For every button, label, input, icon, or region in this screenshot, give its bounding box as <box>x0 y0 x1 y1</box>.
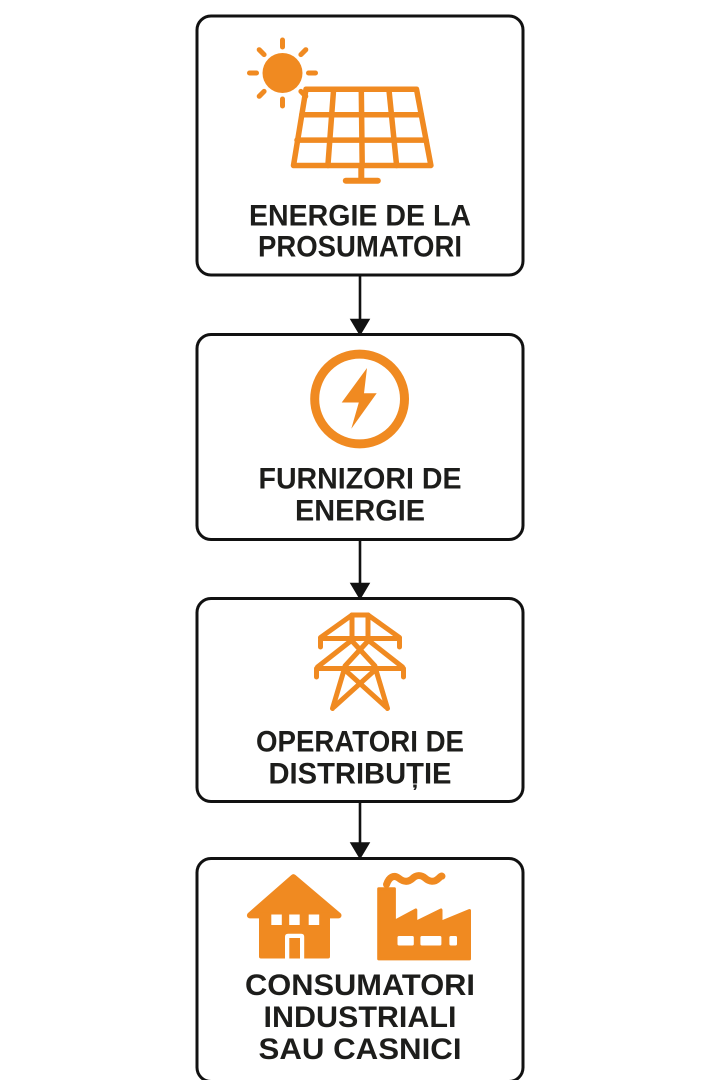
svg-text:INDUSTRIALI: INDUSTRIALI <box>264 1001 457 1034</box>
svg-text:ENERGIE DE LA: ENERGIE DE LA <box>249 199 471 232</box>
svg-text:PROSUMATORI: PROSUMATORI <box>258 230 462 263</box>
svg-text:DISTRIBUȚIE: DISTRIBUȚIE <box>269 758 452 791</box>
svg-text:CONSUMATORI: CONSUMATORI <box>245 969 475 1002</box>
svg-text:FURNIZORI DE: FURNIZORI DE <box>259 462 462 495</box>
svg-text:ENERGIE: ENERGIE <box>295 494 425 527</box>
svg-text:SAU CASNICI: SAU CASNICI <box>259 1033 462 1066</box>
svg-text:OPERATORI DE: OPERATORI DE <box>256 726 464 759</box>
